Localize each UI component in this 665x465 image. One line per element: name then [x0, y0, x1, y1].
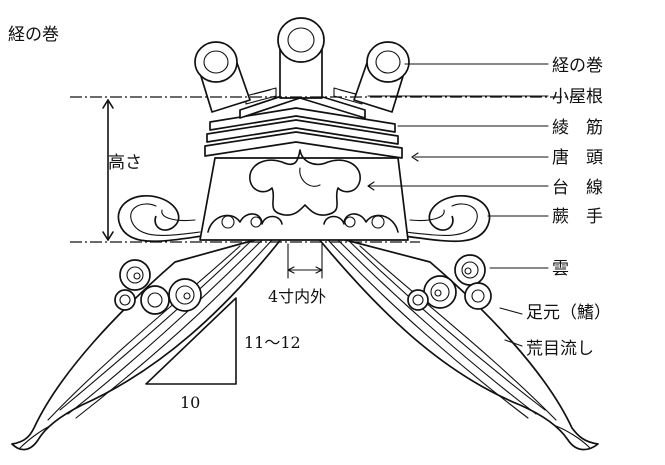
kyonomaki-rolls [194, 17, 410, 113]
label-koyane: 小屋根 [552, 87, 603, 107]
left-clouds [114, 259, 202, 315]
corner-label: 経の巻 [8, 25, 59, 45]
label-kumo: 雲 [552, 259, 569, 279]
leader-lines [367, 63, 549, 347]
label-kyonomaki: 経の巻 [552, 56, 603, 76]
left-warabite [117, 195, 211, 243]
right-leg [317, 237, 599, 451]
label-arame: 荒目流し [526, 339, 594, 359]
slope-run: 10 [180, 393, 200, 412]
label-warabite: 蕨 手 [552, 207, 603, 227]
label-karagashira: 唐 頭 [552, 147, 603, 168]
label-ashimoto: 足元（鰭） [526, 303, 611, 323]
body [199, 149, 409, 241]
height-label: 高さ [108, 153, 142, 173]
ayasuji-stripes [204, 107, 403, 159]
label-daisen: 台 線 [552, 178, 603, 198]
slope-rise: 11～12 [244, 333, 301, 352]
right-clouds [407, 254, 492, 311]
slope-triangle [145, 297, 237, 385]
right-warabite [394, 195, 491, 243]
width-dimension [287, 243, 323, 279]
left-leg [11, 237, 283, 451]
label-ayasuji: 綾 筋 [552, 118, 603, 138]
reference-lines [70, 96, 575, 243]
width-label: 4寸内外 [268, 287, 326, 306]
